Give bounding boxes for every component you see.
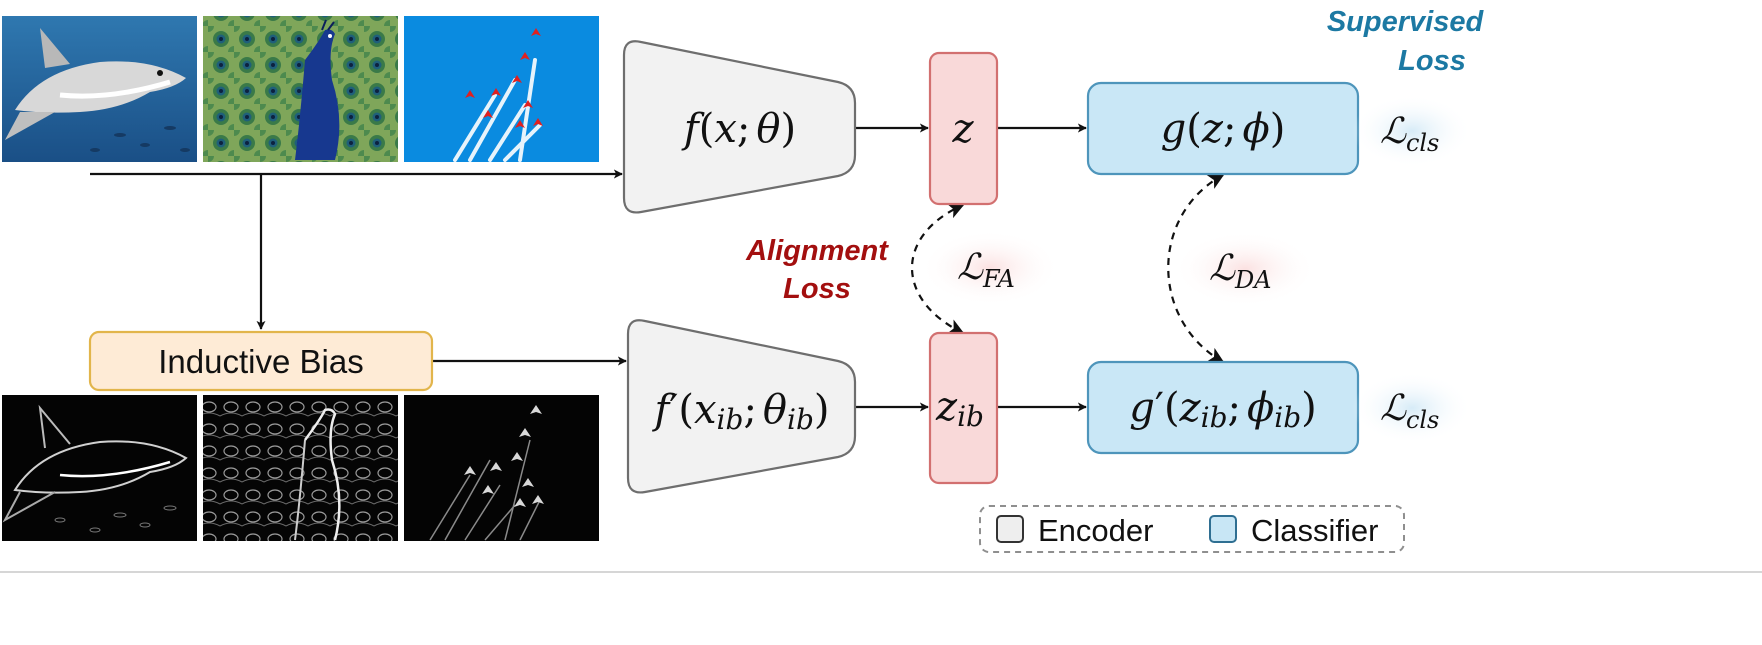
dashed-arrow-distribution-alignment xyxy=(1167,174,1225,363)
legend-classifier-label: Classifier xyxy=(1251,513,1378,548)
svg-text:ℒcls: ℒcls xyxy=(1380,111,1439,157)
supervised-loss-line1: Supervised xyxy=(1327,6,1485,38)
feature-z-label: z xyxy=(951,106,974,152)
legend-encoder-swatch xyxy=(996,515,1024,543)
supervised-loss-label: Supervised Loss xyxy=(1327,6,1485,77)
shark-photo xyxy=(2,16,197,162)
legend: Encoder Classifier xyxy=(979,505,1405,553)
svg-text:ℒDA: ℒDA xyxy=(1209,248,1272,294)
peacock-edge-map xyxy=(203,395,398,541)
inductive-bias-box: Inductive Bias xyxy=(88,330,434,392)
feature-z-ib-label: zib xyxy=(935,384,984,433)
bottom-image-row xyxy=(2,395,599,541)
loss-cls-top: ℒcls xyxy=(1352,95,1472,167)
jets-photo xyxy=(404,16,599,162)
classifier-ib: g′(zib;ϕib) xyxy=(1086,360,1360,455)
legend-classifier-swatch xyxy=(1209,515,1237,543)
alignment-loss-line2: Loss xyxy=(783,273,851,305)
supervised-loss-line2: Loss xyxy=(1398,45,1466,77)
legend-encoder-label: Encoder xyxy=(1038,513,1153,548)
alignment-loss-line1: Alignment xyxy=(745,235,889,267)
loss-cls-bottom: ℒcls xyxy=(1352,372,1472,444)
feature-z: z xyxy=(928,51,999,206)
svg-text:ℒcls: ℒcls xyxy=(1380,388,1439,434)
classifier-ib-label: g′(zib;ϕib) xyxy=(1129,385,1317,434)
shark-edge-map xyxy=(2,395,197,541)
loss-feature-alignment: ℒFA xyxy=(920,230,1060,306)
classifier-main-label: g(z;ϕ) xyxy=(1161,106,1286,152)
encoder-main-label: f(x;θ) xyxy=(681,106,796,152)
encoder-main: f(x;θ) xyxy=(622,40,857,214)
alignment-loss-label: Alignment Loss xyxy=(745,235,889,305)
connectors xyxy=(90,123,1225,412)
encoder-ib: f′(xib;θib) xyxy=(626,319,857,494)
loss-distribution-alignment: ℒDA xyxy=(1173,231,1317,307)
jets-edge-map xyxy=(404,395,599,541)
top-image-row xyxy=(2,16,599,162)
peacock-photo xyxy=(203,16,398,162)
inductive-bias-label: Inductive Bias xyxy=(158,343,363,380)
feature-z-ib: zib xyxy=(928,331,999,485)
dashed-arrow-feature-alignment xyxy=(911,203,965,334)
classifier-main: g(z;ϕ) xyxy=(1086,81,1360,176)
encoder-ib-label: f′(xib;θib) xyxy=(651,387,829,436)
svg-text:ℒFA: ℒFA xyxy=(957,247,1015,293)
